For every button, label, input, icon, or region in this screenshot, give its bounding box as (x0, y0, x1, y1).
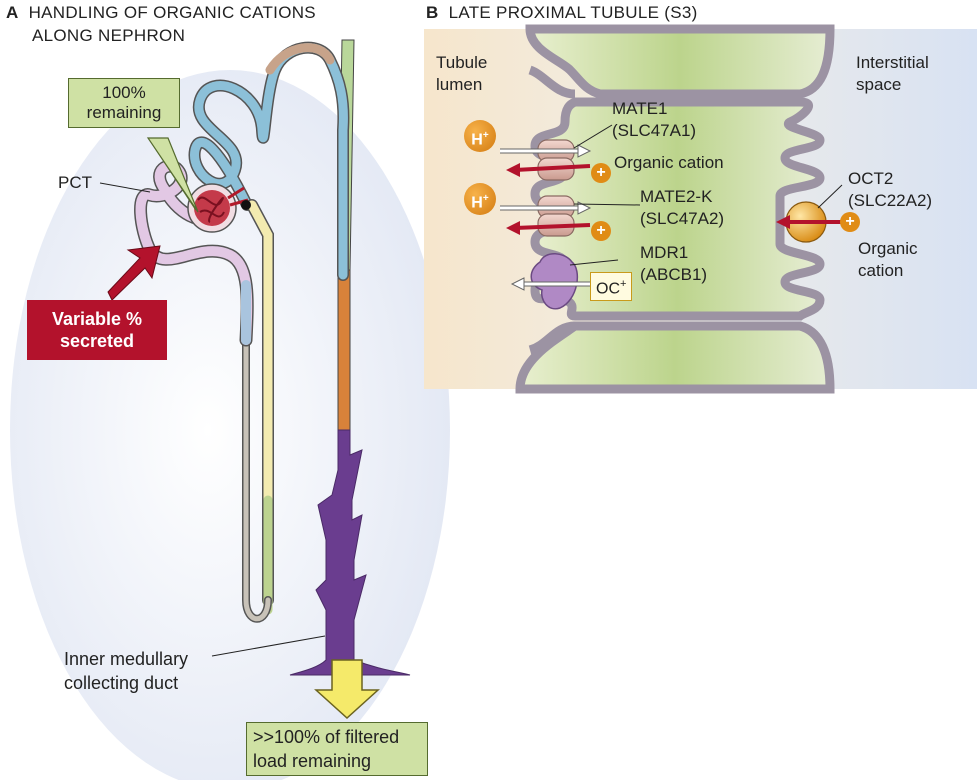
panel-b-title: B LATE PROXIMAL TUBULE (S3) (426, 3, 698, 23)
nephron-tubule (134, 41, 350, 623)
duct-leader (211, 635, 326, 657)
mdr1-leader (569, 259, 619, 266)
mate2-line2: (SLC47A2) (640, 209, 725, 228)
panel-a-letter: A (6, 3, 19, 22)
secreted-box: Variable % secreted (27, 300, 167, 360)
final-box: >>100% of filtered load remaining (246, 722, 428, 776)
duct-line2: collecting duct (64, 673, 179, 693)
cation-plus-1: + (591, 163, 611, 183)
final-line1: >>100% of filtered (253, 727, 400, 747)
lumen-line1: Tubule (436, 53, 488, 72)
interstitial-line1: Interstitial (856, 53, 929, 72)
secreted-line1: Variable % (51, 309, 143, 329)
oct2-leader (817, 184, 843, 209)
mate2-line1: MATE2-K (640, 187, 713, 206)
oct2-cation-label: Organic cation (858, 238, 918, 282)
remaining-box: 100% remaining (68, 78, 180, 128)
panel-a-title-line1: HANDLING OF ORGANIC CATIONS (28, 3, 316, 22)
panel-b-letter: B (426, 3, 439, 22)
interstitial-label: Interstitial space (856, 52, 929, 96)
lumen-line2: lumen (436, 75, 483, 94)
remaining-line1: 100% (102, 83, 146, 102)
panel-a-title-line2: ALONG NEPHRON (32, 26, 186, 45)
oct2-line2: (SLC22A2) (848, 191, 933, 210)
interstitial-line2: space (856, 75, 902, 94)
final-line2: load remaining (253, 751, 372, 771)
oc-sup: + (620, 278, 627, 290)
oc-label: OC (596, 280, 620, 298)
mate1-label: MATE1 (SLC47A1) (612, 98, 696, 142)
panel-b-title-text: LATE PROXIMAL TUBULE (S3) (448, 3, 698, 22)
mdr1-line1: MDR1 (640, 243, 689, 262)
cation-plus-2: + (591, 221, 611, 241)
mdr1-label: MDR1 (ABCB1) (640, 242, 707, 286)
pct-leader (99, 182, 151, 193)
remaining-line2: remaining (86, 103, 162, 122)
mate1-line2: (SLC47A1) (612, 121, 697, 140)
duct-line1: Inner medullary (64, 649, 189, 669)
organic-line: Organic (858, 239, 918, 258)
cation-plus-3: + (840, 212, 860, 232)
lumen-label: Tubule lumen (436, 52, 487, 96)
oct2-line1: OCT2 (848, 169, 894, 188)
mate2k-transporter (500, 195, 592, 237)
duct-label: Inner medullary collecting duct (64, 647, 188, 695)
h-ion-2: H+ (464, 183, 496, 215)
secreted-arrow (107, 245, 161, 301)
cation-line: cation (858, 261, 904, 280)
mate1-line1: MATE1 (612, 99, 668, 118)
mate1-leader (573, 124, 613, 149)
mate2-leader (573, 203, 641, 206)
mate1-transporter (500, 139, 592, 181)
mdr1-transporter (510, 253, 600, 310)
glomerulus (187, 183, 251, 233)
mdr1-line2: (ABCB1) (640, 265, 708, 284)
pct-label: PCT (58, 173, 92, 192)
final-arrow (314, 659, 380, 720)
organic-cation-label-1: Organic cation (614, 153, 724, 172)
h-ion-1: H+ (464, 120, 496, 152)
oct2-transporter (776, 201, 845, 243)
oct2-label: OCT2 (SLC22A2) (848, 168, 932, 212)
mate2-label: MATE2-K (SLC47A2) (640, 186, 724, 230)
panel-a-title: A HANDLING OF ORGANIC CATIONS (6, 3, 316, 23)
epithelial-cell (515, 24, 835, 394)
oc-box: OC+ (590, 272, 633, 302)
secreted-line2: secreted (59, 331, 135, 351)
